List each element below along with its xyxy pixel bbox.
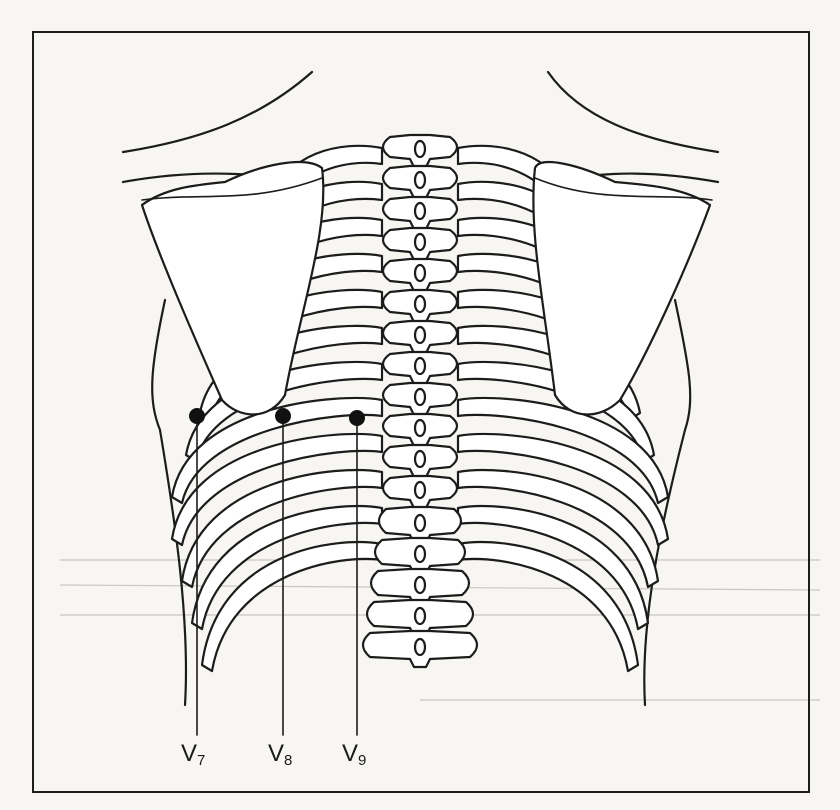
v8-letter: V [268, 740, 284, 767]
v9-label: V9 [342, 740, 366, 769]
spinous-process [415, 451, 425, 467]
spinous-process [415, 389, 425, 405]
v8-label: V8 [268, 740, 292, 769]
v8-subscript: 8 [284, 752, 292, 769]
spinous-process [415, 546, 425, 562]
spinous-process [415, 296, 425, 312]
spinous-process [415, 203, 425, 219]
v8-electrode [275, 408, 291, 424]
v7-subscript: 7 [197, 752, 205, 769]
spinous-process [415, 482, 425, 498]
v7-letter: V [181, 740, 197, 767]
v9-letter: V [342, 740, 358, 767]
neck-left-outline [123, 72, 312, 152]
v7-electrode [189, 408, 205, 424]
spinous-process [415, 515, 425, 531]
spinous-process [415, 327, 425, 343]
spinous-process [415, 577, 425, 593]
v9-electrode [349, 410, 365, 426]
spinous-process [415, 234, 425, 250]
spinous-process [415, 172, 425, 188]
spinous-process [415, 639, 425, 655]
spinous-process [415, 358, 425, 374]
v7-label: V7 [181, 740, 205, 769]
spinous-process [415, 420, 425, 436]
v9-subscript: 9 [358, 752, 366, 769]
spinous-process [415, 265, 425, 281]
scapula-right [533, 162, 710, 414]
neck-right-outline [548, 72, 718, 152]
spinous-process [415, 608, 425, 624]
spinous-process [415, 141, 425, 157]
